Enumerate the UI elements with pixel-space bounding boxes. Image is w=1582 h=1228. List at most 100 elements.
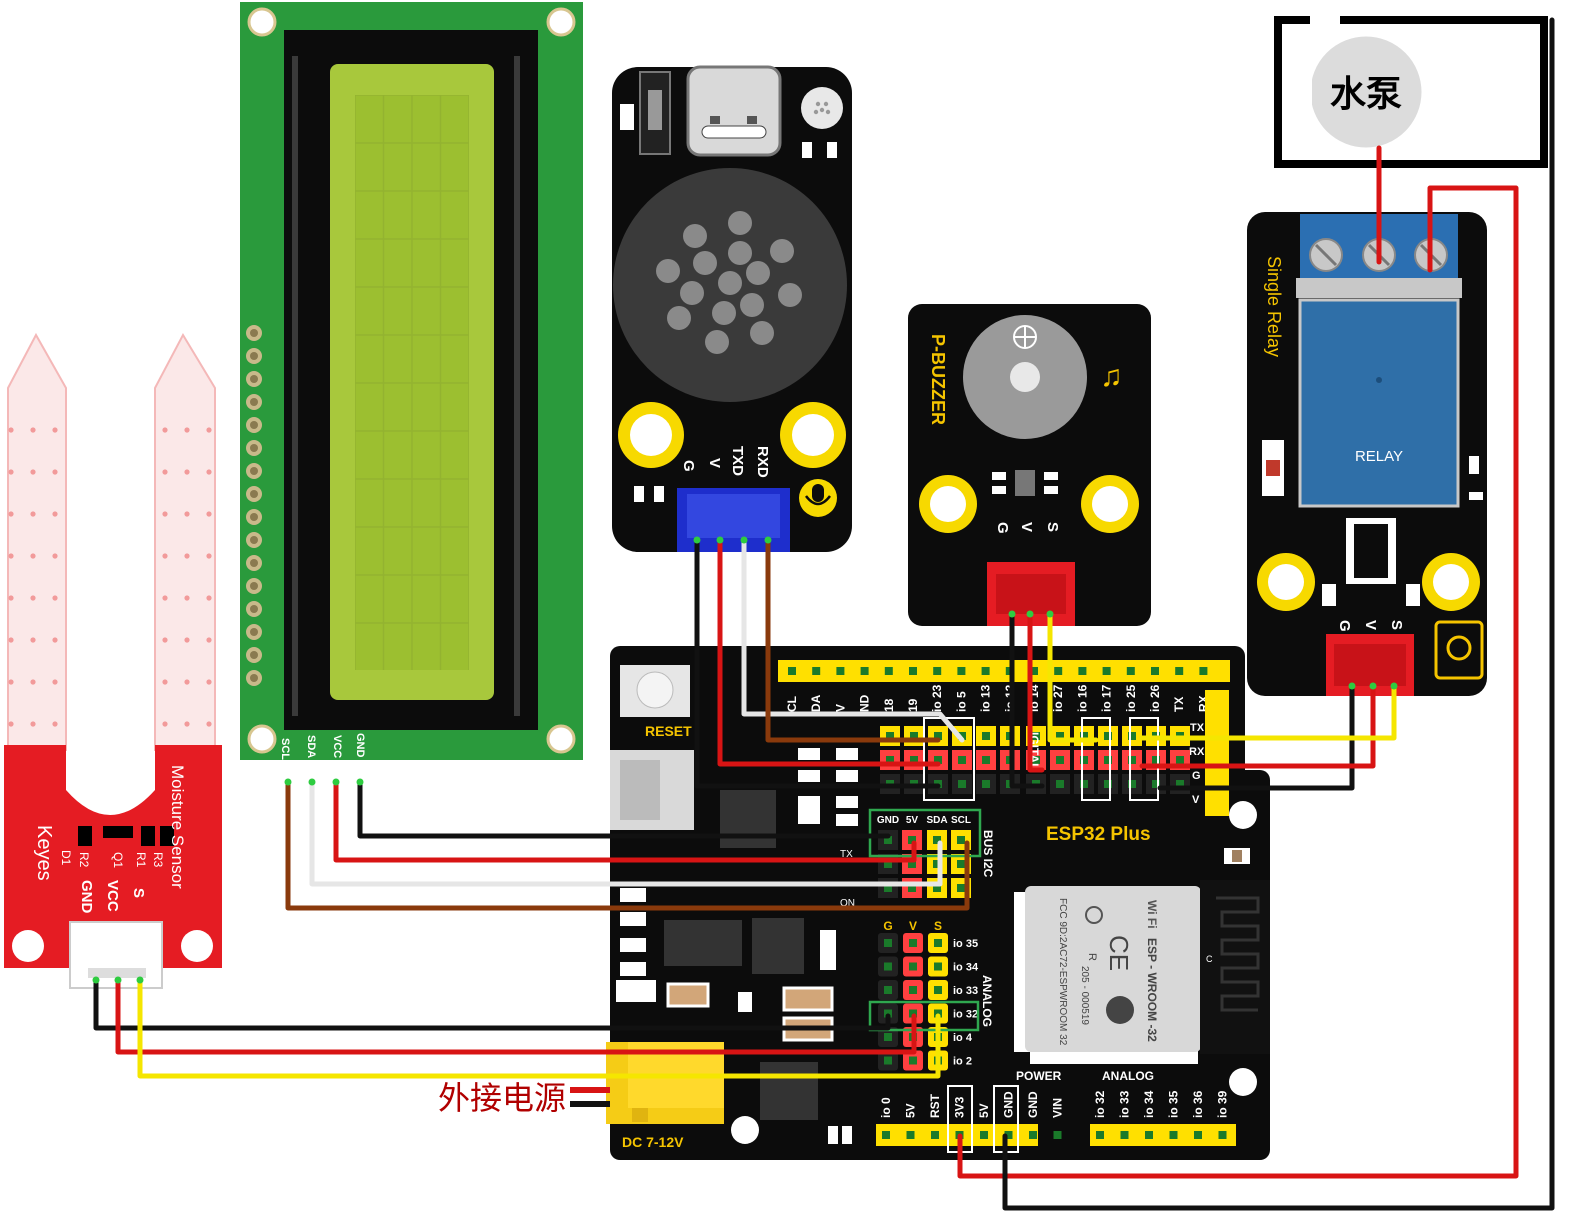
relay-coil: [1298, 298, 1460, 508]
power-pin-label: GND: [1002, 1091, 1016, 1118]
gvs-pin: [1056, 732, 1064, 740]
external-power: 外接电源: [438, 1079, 610, 1117]
speaker-hole: [705, 330, 729, 354]
wire-tip: [308, 778, 316, 786]
gvs-pin: [958, 780, 966, 788]
wire-tip: [1008, 610, 1016, 618]
on-mark: ON: [840, 898, 855, 909]
espressif-logo-icon: [1106, 996, 1134, 1024]
i2c-label: SCL: [951, 815, 971, 826]
wire-moisture-s: [137, 977, 941, 1079]
analog-bottom-label: io 33: [1118, 1090, 1132, 1118]
analog-bottom-pin: [1218, 1131, 1227, 1139]
i2c-highlight-box: [868, 808, 982, 858]
analog-pin: [909, 1056, 917, 1065]
cert-number: 205 - 000519: [1079, 966, 1090, 1025]
power-pin-label: 5V: [904, 1103, 918, 1118]
speaker-hole: [728, 211, 752, 235]
wire-tip: [332, 778, 340, 786]
voice-pin-v: V: [706, 458, 723, 468]
connector-latch: [88, 968, 146, 978]
speaker-hole: [728, 241, 752, 265]
lcd-pin-scl: SCL: [279, 738, 291, 760]
buzzer-module: P-BUZZER ♫ G V S: [908, 304, 1151, 626]
analog-header-strip: [1090, 1124, 1236, 1146]
header-label: io 25: [1124, 684, 1138, 712]
header-label: TX: [1172, 697, 1186, 712]
smd-part: [103, 826, 133, 838]
part-label-r1: R1: [134, 852, 148, 868]
relay-symbol-icon: [1434, 620, 1484, 680]
wire-lcd-gnd: [357, 779, 891, 839]
analog-pin-label: io 35: [953, 938, 978, 950]
lcd-pin-hole: [250, 513, 258, 521]
wire-voice-rxd: [765, 537, 941, 743]
i2c-label: 5V: [906, 815, 919, 826]
wires: [92, 17, 1555, 1211]
side-label-rx: RX: [1189, 746, 1205, 758]
pin-label-gnd: GND: [78, 880, 95, 914]
transistor: [1015, 470, 1035, 496]
header-label: io 27: [1051, 684, 1065, 712]
pin-highlight-box: [1081, 717, 1111, 801]
wire-buzzer-s: [1047, 611, 1099, 743]
relay-chip-label: RELAY: [1355, 448, 1403, 465]
lcd-pin-hole: [250, 398, 258, 406]
analog-pin: [884, 1056, 892, 1065]
analog-pin: [909, 939, 917, 947]
gvs-pin: [958, 756, 966, 764]
gvs-pin: [1080, 732, 1088, 740]
pin-highlight-box: [1129, 717, 1159, 801]
analog-title: ANALOG: [980, 975, 994, 1027]
wire-tip: [356, 778, 364, 786]
gvs-pin: [1056, 756, 1064, 764]
wire-buzzer-v: [1027, 611, 1045, 773]
lcd-pin-hole: [250, 329, 258, 337]
chip: [720, 790, 776, 848]
header-label: 19: [906, 698, 920, 712]
header-label: io 26: [1148, 684, 1162, 712]
wire-tip: [764, 536, 772, 544]
lcd-pin-gnd: GND: [354, 733, 366, 758]
analog-bottom-label: io 34: [1142, 1090, 1156, 1118]
lcd-pin-hole: [250, 490, 258, 498]
gvs-pin: [1080, 756, 1088, 764]
gvs-pin: [1128, 780, 1136, 788]
pin-label-s: S: [130, 888, 147, 898]
analog-bottom-pin: [1145, 1131, 1153, 1139]
lcd-pin-hole: [250, 628, 258, 636]
analog-pin: [909, 962, 917, 971]
fcc-id: FCC 9D:2AC72-ESPWROOM 32: [1057, 898, 1068, 1046]
speaker-hole: [656, 259, 680, 283]
header-pin: [1078, 667, 1087, 675]
header-pin: [1151, 667, 1159, 675]
wire-tip: [92, 976, 100, 984]
power-pin: [882, 1131, 890, 1139]
header-pin: [1199, 667, 1208, 675]
power-pin: [980, 1131, 988, 1139]
serial-header: [1205, 690, 1229, 816]
gvs-pin: [1128, 756, 1136, 764]
lcd-pin-hole: [250, 421, 258, 429]
wire-relay-s: [1139, 683, 1397, 741]
analog-bottom-pin: [1194, 1131, 1202, 1139]
header-label: io 5: [954, 691, 968, 712]
header-label: io 13: [979, 684, 993, 712]
analog-pin: [909, 986, 917, 994]
analog-col-header: V: [909, 919, 917, 933]
lcd-pin-hole: [250, 582, 258, 590]
speaker-hole: [718, 271, 742, 295]
analog-pin: [934, 986, 942, 994]
lcd-pin-hole: [250, 559, 258, 567]
wire-voice-txd: [741, 537, 965, 743]
moisture-brand: Keyes: [33, 825, 55, 881]
wire-tip: [284, 778, 292, 786]
buzzer-pin-s: S: [1044, 522, 1061, 532]
i2c-label: GND: [877, 815, 899, 826]
dc-label: DC 7-12V: [622, 1134, 684, 1150]
analog-pin: [884, 1033, 892, 1041]
slide-switch: [639, 71, 671, 155]
i2c-pin: [957, 884, 965, 892]
gvs-pin: [1152, 780, 1160, 788]
